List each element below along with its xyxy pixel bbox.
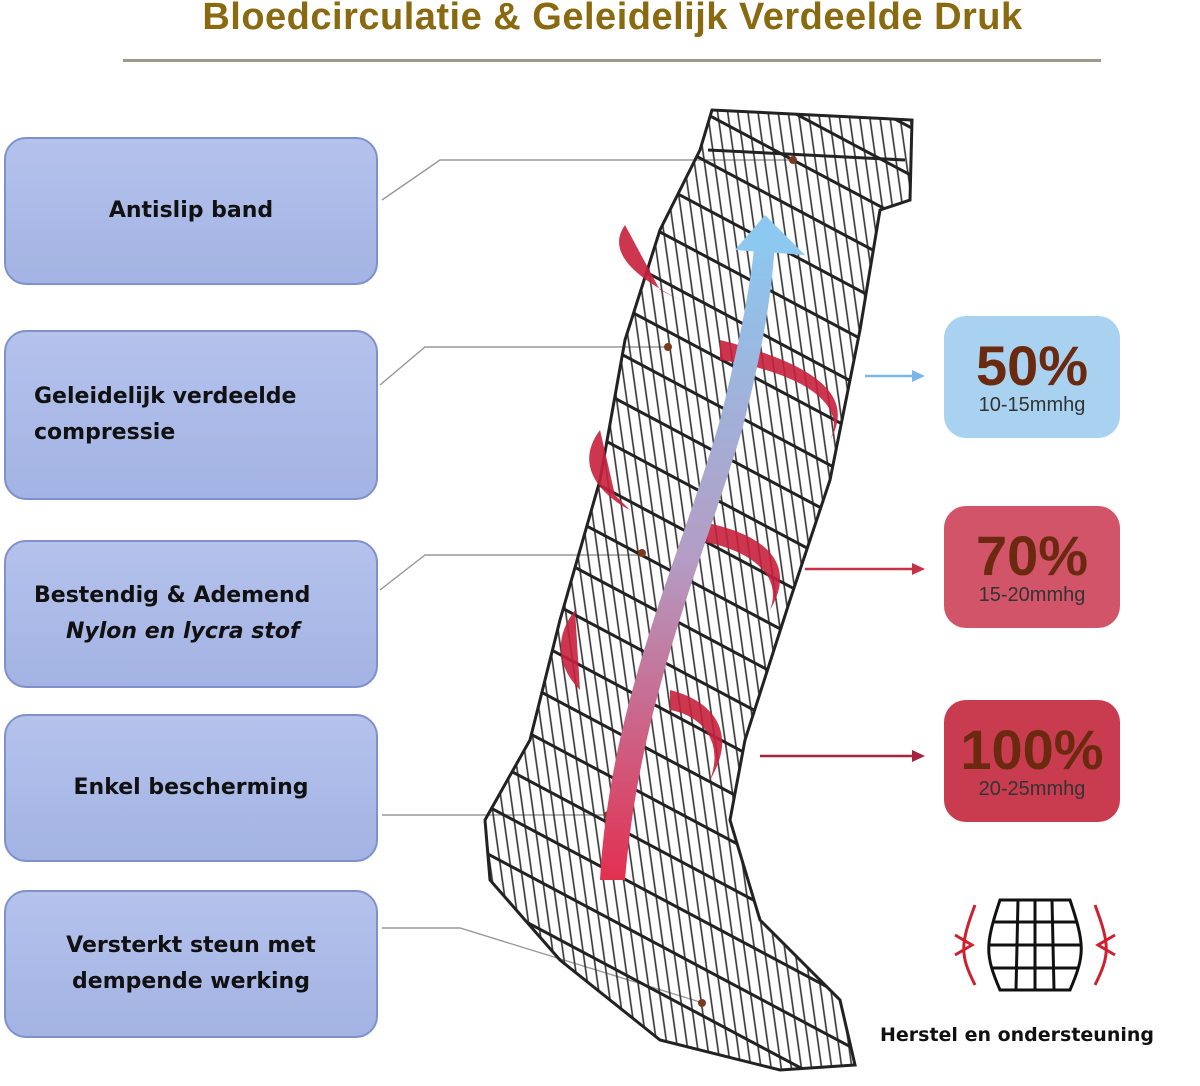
pressure-level-50: 50% 10-15mmhg: [944, 316, 1120, 438]
feature-label: Versterkt steun met dempende werking: [66, 933, 316, 994]
page-title: Bloedcirculatie & Geleidelijk Verdeelde …: [202, 0, 1023, 38]
pressure-percent: 100%: [960, 717, 1104, 781]
feature-antislip-band: Antislip band: [4, 137, 378, 285]
pressure-percent: 50%: [975, 333, 1089, 397]
pressure-range: 10-15mmhg: [978, 393, 1086, 416]
feature-graduated-compression: Geleidelijk verdeelde compressie: [4, 330, 378, 500]
pressure-level-100: 100% 20-25mmhg: [944, 700, 1120, 822]
feature-breathable-fabric: Bestendig & Ademend Nylon en lycra stof: [4, 540, 378, 688]
pressure-pointer-arrows: [760, 370, 925, 762]
feature-sublabel: Nylon en lycra stof: [66, 619, 300, 644]
blood-flow-arrow-icon: [600, 215, 805, 880]
leader-lines: [379, 159, 790, 1003]
pressure-percent: 70%: [975, 523, 1089, 587]
recovery-label: Herstel en ondersteuning: [880, 1024, 1154, 1046]
pressure-range: 20-25mmhg: [978, 777, 1086, 800]
feature-label: Antislip band: [108, 198, 274, 223]
feature-label: Bestendig & Ademend: [34, 583, 311, 608]
feature-label: Enkel bescherming: [73, 775, 309, 800]
pressure-range: 15-20mmhg: [978, 583, 1086, 606]
pressure-level-70: 70% 15-20mmhg: [944, 506, 1120, 628]
compression-icon: [954, 898, 1116, 992]
title-divider: [123, 59, 1101, 62]
feature-cushioned-support: Versterkt steun met dempende werking: [4, 890, 378, 1038]
feature-ankle-protection: Enkel bescherming: [4, 714, 378, 862]
feature-label: Geleidelijk verdeelde compressie: [34, 384, 297, 445]
